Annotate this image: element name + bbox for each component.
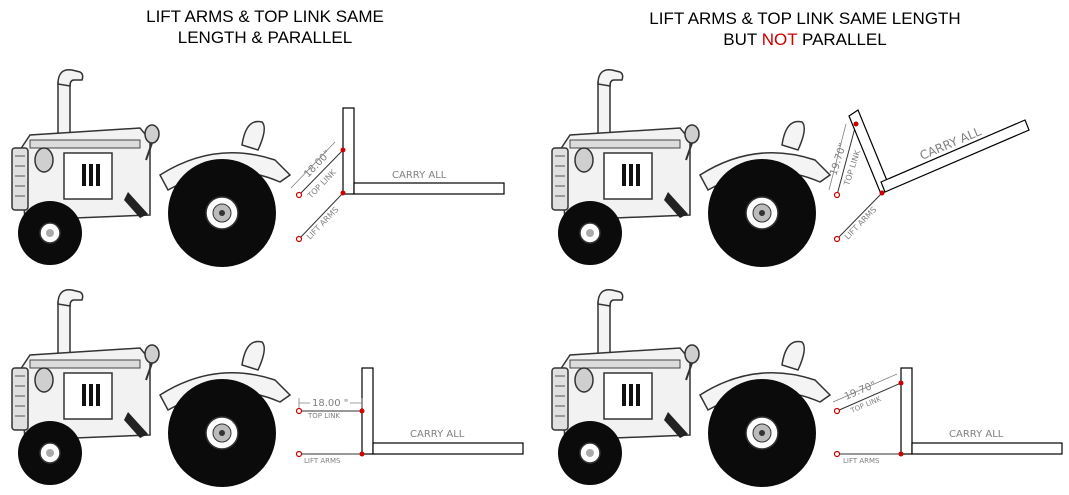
title-not-parallel-line1: LIFT ARMS & TOP LINK SAME LENGTH [649, 9, 961, 28]
lift-arms-label: LIFT ARMS [304, 457, 341, 465]
carry-all-label: CARRY ALL [949, 429, 1004, 440]
title-not-parallel: LIFT ARMS & TOP LINK SAME LENGTH BUT NOT… [600, 8, 1010, 50]
hitch-not-parallel-lowered: 19.70" TOP LINK LIFT ARMS CARRY ALL [832, 367, 1063, 465]
lift-arms-label: LIFT ARMS [843, 457, 880, 465]
top-link-label: TOP LINK [307, 412, 340, 420]
hitch-not-parallel-raised: 19.70" TOP LINK LIFT ARMS CARRY ALL [828, 109, 1030, 243]
title-not-word: NOT [761, 30, 798, 49]
dimension-18-label: 18.00 " [312, 398, 348, 409]
hitch-parallel-lowered: 18.00 " TOP LINK LIFT ARMS CARRY ALL [295, 367, 524, 465]
hitch-parallel-raised: 18.00" TOP LINK LIFT ARMS CARRY ALL [290, 107, 505, 243]
carry-all-label: CARRY ALL [410, 429, 465, 440]
tractor-illustration [11, 288, 291, 488]
tractor-illustration [551, 288, 831, 488]
carry-all-label: CARRY ALL [392, 170, 447, 181]
lift-arms-label: LIFT ARMS [305, 205, 340, 241]
title-not-parallel-post: PARALLEL [797, 30, 887, 49]
title-parallel-line2: LENGTH & PARALLEL [177, 28, 353, 47]
lift-arms-label: LIFT ARMS [843, 205, 878, 241]
title-parallel: LIFT ARMS & TOP LINK SAME LENGTH & PARAL… [60, 6, 470, 48]
tractor-illustration [11, 68, 291, 269]
title-not-parallel-line2: BUT NOT PARALLEL [600, 29, 1010, 50]
tractor-illustration [551, 68, 831, 269]
title-parallel-line1: LIFT ARMS & TOP LINK SAME [146, 7, 384, 26]
title-not-parallel-pre: BUT [723, 30, 762, 49]
